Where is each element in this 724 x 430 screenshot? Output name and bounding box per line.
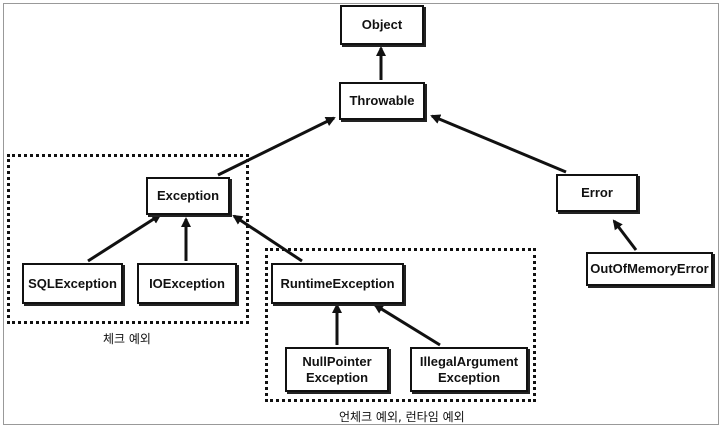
arrow-error-to-throwable: [430, 114, 567, 174]
arrow-exception-to-throwable: [217, 116, 336, 177]
arrow-illegalargument-to-runtimeexception: [373, 303, 441, 347]
unchecked-exception-label: 언체크 예외, 런타임 예외: [339, 410, 465, 424]
node-exception: Exception: [146, 177, 230, 215]
node-object: Object: [340, 5, 424, 45]
node-throwable: Throwable: [339, 82, 425, 120]
arrow-sqlexception-to-exception: [87, 213, 162, 263]
arrow-runtimeexception-to-exception: [232, 214, 303, 263]
checked-exception-label: 체크 예외: [103, 332, 151, 346]
checked-exception-group: [7, 154, 249, 324]
arrow-outofmemoryerror-to-error: [612, 219, 638, 251]
node-error: Error: [556, 174, 638, 212]
node-out-of-memory-error: OutOfMemoryError: [586, 252, 713, 286]
node-sql-exception: SQLException: [22, 263, 123, 304]
node-illegal-argument-exception: IllegalArgument Exception: [410, 347, 528, 392]
node-runtime-exception: RuntimeException: [271, 263, 404, 304]
node-null-pointer-exception: NullPointer Exception: [285, 347, 389, 392]
outer-frame: [3, 3, 719, 425]
unchecked-exception-group: [265, 248, 536, 402]
node-io-exception: IOException: [137, 263, 237, 304]
